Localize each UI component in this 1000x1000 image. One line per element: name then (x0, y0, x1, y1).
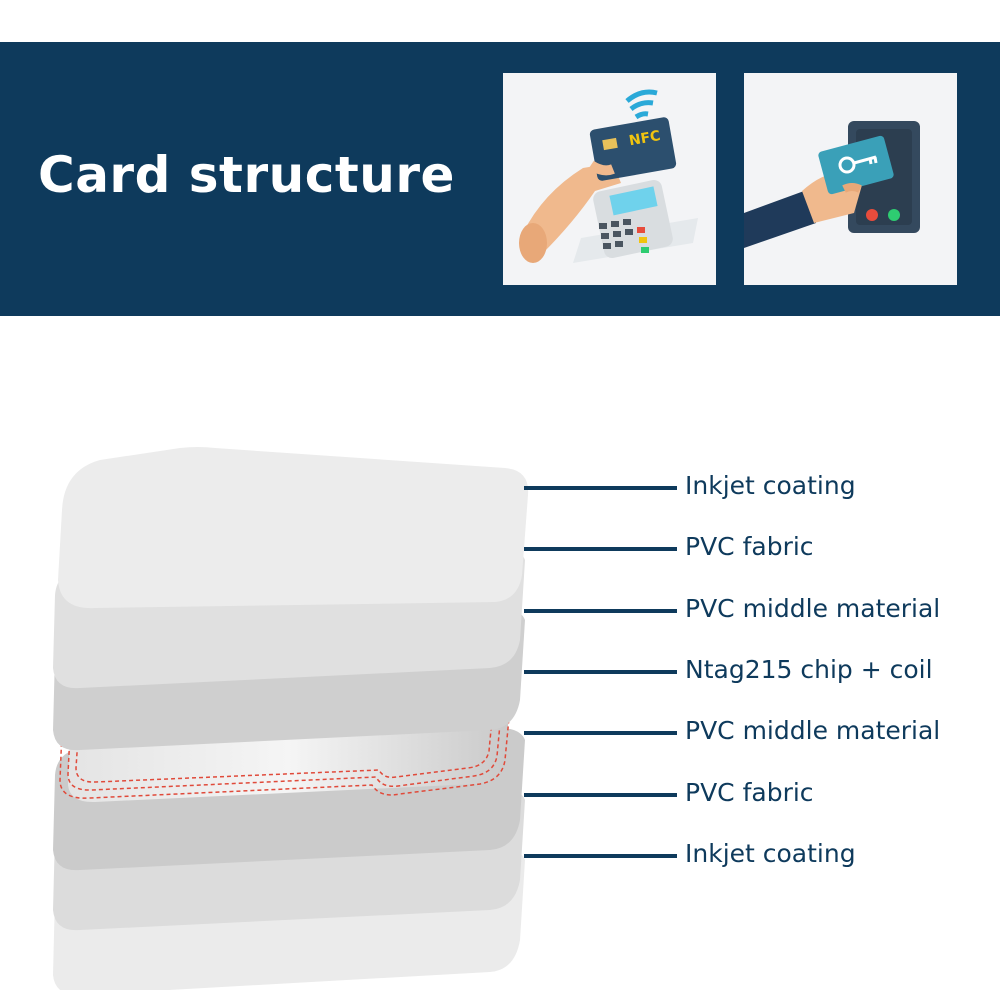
layer-label: PVC middle material (685, 716, 941, 745)
callout-line (524, 854, 677, 858)
layer-inkjet-coating-top (58, 447, 529, 609)
page-title: Card structure (38, 146, 455, 204)
callout-line (524, 486, 677, 490)
layer-label: Inkjet coating (685, 471, 856, 500)
card-layer-stack (53, 447, 529, 990)
callout-line (524, 547, 677, 551)
layer-label: Inkjet coating (685, 839, 856, 868)
layer-label: PVC middle material (685, 594, 941, 623)
key-card-access-reader-icon (744, 73, 957, 285)
layer-label: PVC fabric (685, 532, 814, 561)
layer-label: Ntag215 chip + coil (685, 655, 933, 684)
callout-line (524, 731, 677, 735)
coil-loop-middle (67, 673, 504, 791)
callout-line (524, 793, 677, 797)
nfc-payment-photo: NFC (503, 73, 716, 285)
access-control-photo (744, 73, 957, 285)
callout-line (524, 670, 677, 674)
callout-line (524, 609, 677, 613)
layer-label: PVC fabric (685, 778, 814, 807)
nfc-card-text: NFC (628, 128, 662, 149)
nfc-payment-terminal-icon: NFC (503, 73, 716, 285)
